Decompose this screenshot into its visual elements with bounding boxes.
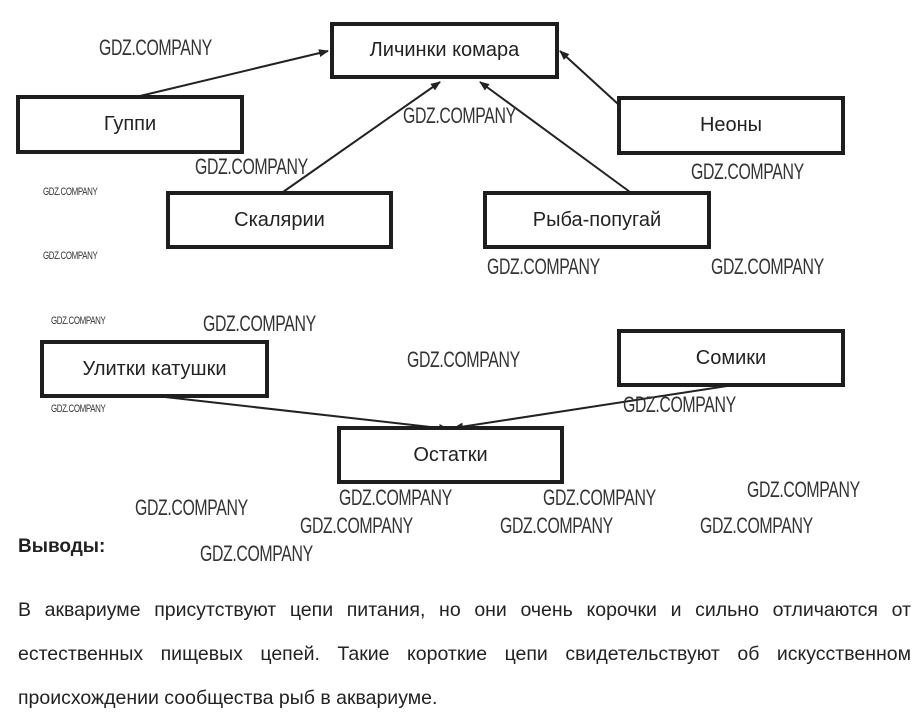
watermark: GDZ.COMPANY	[135, 495, 248, 520]
watermark: GDZ.COMPANY	[691, 159, 804, 184]
watermark: GDZ.COMPANY	[407, 347, 520, 372]
watermark: GDZ.COMPANY	[487, 254, 600, 279]
node-guppy: Гуппи	[16, 95, 244, 154]
arrow-guppy-to-larvae	[139, 49, 329, 97]
conclusion-heading: Выводы:	[18, 536, 106, 557]
watermark: GDZ.COMPANY	[43, 186, 98, 198]
watermark: GDZ.COMPANY	[99, 35, 212, 60]
watermark: GDZ.COMPANY	[300, 513, 413, 538]
watermark: GDZ.COMPANY	[195, 154, 308, 179]
conclusion-text: В аквариуме присутствуют цепи питания, н…	[18, 599, 911, 709]
watermark: GDZ.COMPANY	[711, 254, 824, 279]
watermark: GDZ.COMPANY	[51, 403, 106, 415]
node-label: Сомики	[695, 346, 767, 369]
node-label: Остатки	[413, 443, 488, 466]
arrow-neons-to-larvae	[559, 50, 619, 105]
node-mosquito-larvae: Личинки комара	[330, 22, 559, 79]
watermark: GDZ.COMPANY	[403, 103, 516, 128]
node-label: Гуппи	[103, 113, 157, 135]
node-catfish: Сомики	[617, 329, 845, 387]
watermark: GDZ.COMPANY	[339, 485, 452, 510]
arrow-catfish-to-remains	[453, 385, 728, 431]
node-parrotfish: Рыба-попугай	[483, 191, 711, 249]
watermark: GDZ.COMPANY	[203, 311, 316, 336]
watermark: GDZ.COMPANY	[51, 315, 106, 327]
node-remains: Остатки	[337, 426, 564, 484]
arrow-angelfish-to-larvae	[282, 81, 441, 193]
node-label: Рыба-попугай	[532, 208, 662, 231]
watermark: GDZ.COMPANY	[500, 513, 613, 538]
watermark: GDZ.COMPANY	[200, 541, 313, 566]
node-neons: Неоны	[617, 96, 845, 155]
watermark: GDZ.COMPANY	[700, 513, 813, 538]
node-angelfish: Скалярии	[166, 191, 393, 249]
arrow-parrotfish-to-larvae	[479, 81, 631, 193]
watermark: GDZ.COMPANY	[747, 477, 860, 502]
watermark: GDZ.COMPANY	[543, 485, 656, 510]
node-label: Личинки комара	[369, 39, 520, 61]
node-label: Скалярии	[234, 208, 325, 231]
watermark: GDZ.COMPANY	[623, 392, 736, 417]
node-label: Неоны	[699, 114, 763, 136]
node-label: Улитки катушки	[82, 357, 227, 380]
arrow-snails-to-remains	[164, 396, 449, 432]
node-snails: Улитки катушки	[40, 340, 269, 398]
watermark: GDZ.COMPANY	[43, 250, 98, 262]
